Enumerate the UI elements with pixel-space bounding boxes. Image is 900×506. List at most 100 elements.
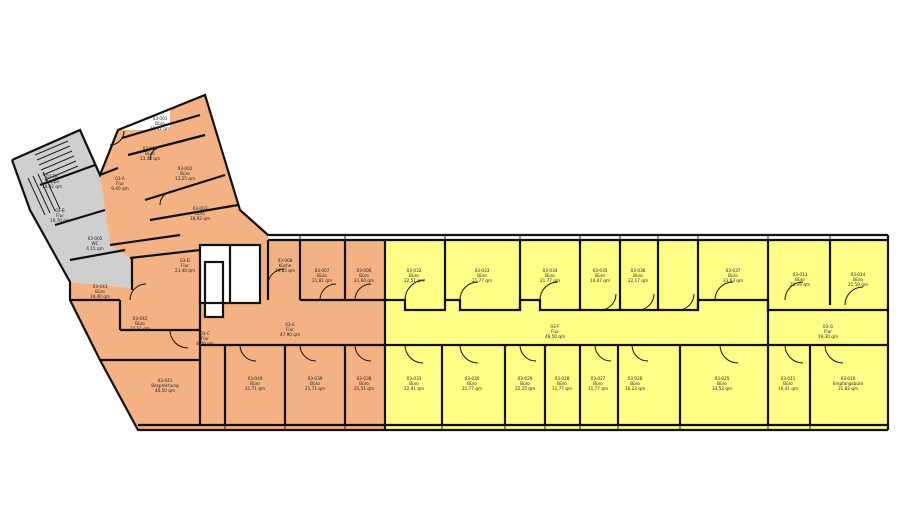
- room-label-line: Büro: [409, 381, 419, 386]
- room-label-line: 4,15 qm: [86, 246, 103, 251]
- room-label-line: Büro: [477, 273, 487, 278]
- lift-shaft: [205, 262, 223, 317]
- room-label-line: 03-039: [308, 376, 323, 381]
- room-label-line: 11,77 qm: [588, 386, 608, 391]
- room-label-line: Besprechung: [151, 383, 179, 388]
- window-ticks: [224, 235, 831, 430]
- room-label-line: 03-034: [543, 268, 558, 273]
- room-label-line: 03-B: [55, 208, 65, 213]
- room-label-line: Büro: [795, 277, 805, 282]
- room-label-line: Flur: [181, 263, 189, 268]
- room-label-line: Flur: [116, 181, 124, 186]
- room-label-line: 03-007: [315, 268, 330, 273]
- room-label-line: 03-A: [115, 176, 125, 181]
- room-label-line: 03-033: [475, 268, 490, 273]
- room-label-line: Flur: [201, 336, 209, 341]
- room-label-line: Flur: [824, 329, 832, 334]
- room-label-line: 13,48 qm: [140, 156, 160, 161]
- room-label-line: 03-004: [143, 146, 158, 151]
- room-label-line: 47,90 qm: [280, 332, 300, 337]
- room-label-line: Büro: [250, 381, 260, 386]
- room-label-line: 03-042: [133, 316, 148, 321]
- room-label-line: 03-D: [180, 258, 190, 263]
- room-label-line: 03-025: [715, 376, 730, 381]
- room-label-line: 11,52 qm: [150, 126, 170, 131]
- room-label-line: 03-002: [178, 166, 193, 171]
- outer-wall-north: [11, 93, 888, 237]
- yellow-east-fill: [385, 240, 889, 430]
- room-label-line: 19,70 qm: [50, 218, 70, 223]
- room-label-line: Büro: [520, 381, 530, 386]
- room-label-line: Büro: [595, 273, 605, 278]
- room-label-line: 23,40 qm: [175, 268, 195, 273]
- room-label-line: 18,92 qm: [190, 216, 210, 221]
- room-label-line: Flur: [551, 329, 559, 334]
- room-label-line: WC: [91, 241, 98, 246]
- room-label-line: 13,25 qm: [175, 176, 195, 181]
- room-label-line: Büro: [633, 273, 643, 278]
- room-label-line: 22,51 qm: [130, 326, 150, 331]
- room-label-line: 9,40 qm: [111, 186, 128, 191]
- room-label-line: 03-036: [631, 268, 646, 273]
- room-label-line: Flur: [56, 213, 64, 218]
- room-label-line: Büro: [728, 273, 738, 278]
- room-label-line: Büro: [853, 277, 863, 282]
- room-label-line: 21,81 qm: [312, 278, 332, 283]
- room-label-line: 21,51 qm: [354, 386, 374, 391]
- room-label-line: 10,41 qm: [778, 386, 798, 391]
- zone-fills: [12, 95, 889, 430]
- room-label-line: 03-038: [357, 376, 372, 381]
- room-label-line: Büro: [557, 381, 567, 386]
- room-label-line: Treppe: [44, 179, 59, 184]
- partitions: [39, 113, 888, 430]
- room-label-line: 03-013: [793, 272, 808, 277]
- room-label-line: 21,60 qm: [354, 278, 374, 283]
- room-label-line: 14,07 qm: [590, 278, 610, 283]
- room-label-line: Büro: [135, 321, 145, 326]
- room-label-line: 03-028: [555, 376, 570, 381]
- room-label-line: Büro: [145, 151, 155, 156]
- room-label-line: Büro: [180, 171, 190, 176]
- room-label-line: 21,77 qm: [472, 278, 492, 283]
- room-label-line: 03-030: [465, 376, 480, 381]
- room-label-line: 03-027: [591, 376, 606, 381]
- room-label-line: 03-TR: [46, 174, 58, 179]
- room-label-line: 21,77 qm: [462, 386, 482, 391]
- room-label-line: 21,59 qm: [848, 282, 868, 287]
- room-label-line: 03-026: [628, 376, 643, 381]
- room-label-line: Büro: [359, 381, 369, 386]
- room-label-line: 03-003: [193, 206, 208, 211]
- door-swings: [109, 130, 864, 364]
- room-label-line: 22,91 qm: [404, 386, 424, 391]
